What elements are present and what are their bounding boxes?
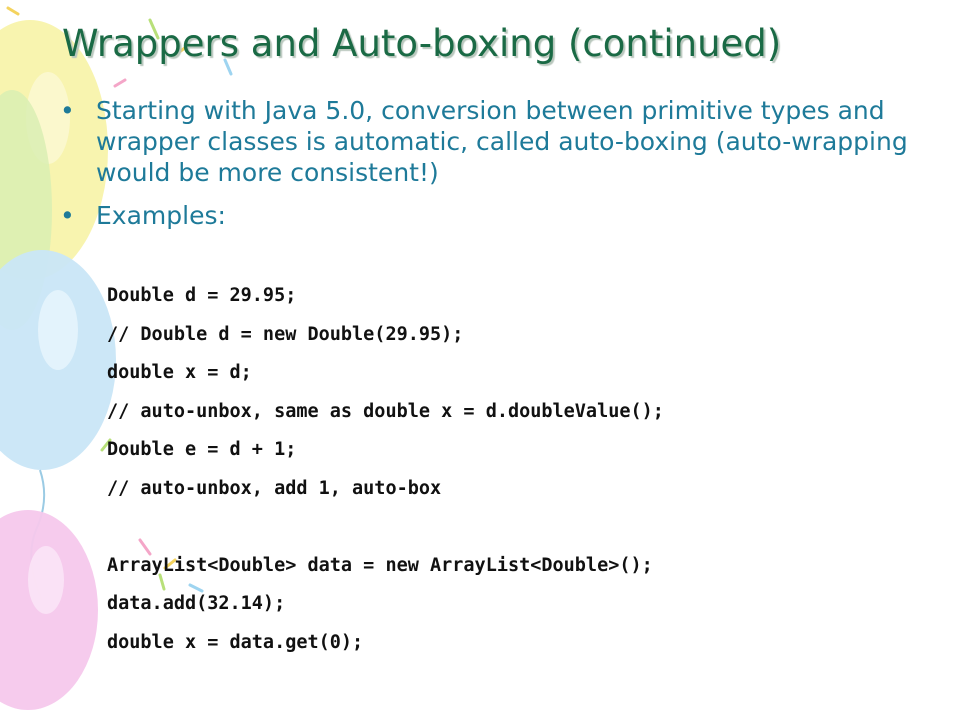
bullet-marker: • [60,201,75,230]
code-line [107,508,664,547]
slide-title: Wrappers and Auto-boxing (continued) [62,22,782,65]
code-line: Double e = d + 1; [107,439,297,460]
bullet-item: • Examples: [60,200,920,231]
confetti-marks [6,6,233,593]
balloon-pink-shape [0,510,98,710]
code-line: Double d = 29.95; [107,285,297,306]
code-line: ArrayList<Double> data = new ArrayList<D… [107,554,653,576]
bullet-marker: • [60,96,75,125]
code-line: // auto-unbox, same as double x = d.doub… [107,400,664,422]
code-line: data.add(32.14); [107,593,286,614]
code-example-block: Double d = 29.95; // Double d = new Doub… [107,277,664,662]
code-line: double x = d; [107,362,252,383]
bullet-text: Examples: [96,201,226,230]
bullet-list: • Starting with Java 5.0, conversion bet… [60,95,920,231]
balloon-blue-shape [0,250,116,601]
code-line: // Double d = new Double(29.95); [107,323,464,345]
bullet-item: • Starting with Java 5.0, conversion bet… [60,95,920,188]
code-line: double x = data.get(0); [107,631,364,653]
bullet-text: Starting with Java 5.0, conversion betwe… [96,96,908,187]
code-line: // auto-unbox, add 1, auto-box [107,477,442,499]
